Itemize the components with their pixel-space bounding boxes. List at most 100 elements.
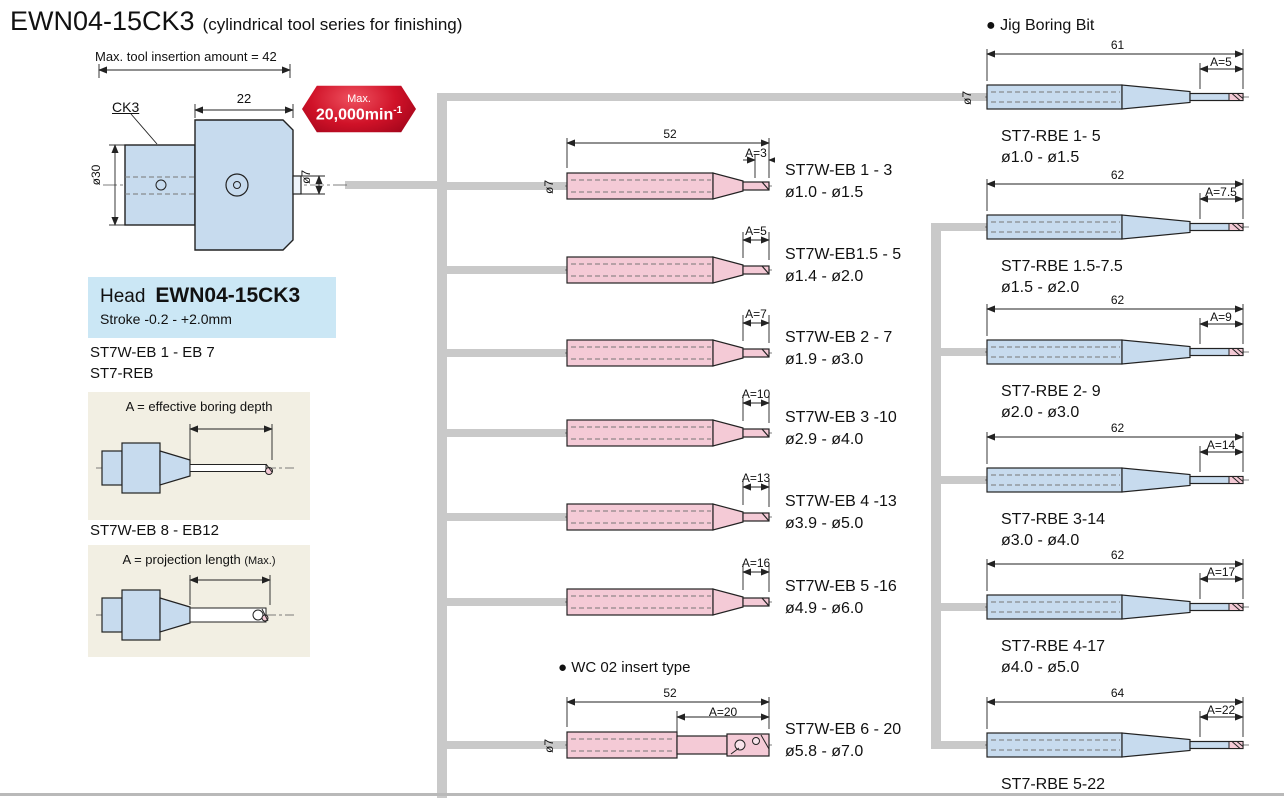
tool-diameter-range: ø1.5 - ø2.0 xyxy=(1001,279,1080,296)
jig-bit-drawing xyxy=(985,300,1250,380)
series-code: EWN04-15CK3 xyxy=(10,6,195,36)
connector-main-bar xyxy=(437,93,447,798)
tool-name: ST7W-EB 6 - 20 xyxy=(785,721,902,738)
jig-bit-drawing xyxy=(985,45,1250,125)
head-stroke: Stroke -0.2 - +2.0mm xyxy=(100,311,232,327)
a-dimension: A=14 xyxy=(1206,438,1236,452)
boring-bar-drawing xyxy=(565,381,775,461)
boring-bar-drawing xyxy=(565,134,775,214)
tool-row-eb1: ø7 52 A=3 ST7W-EB 1 - 3 ø1.0 - ø1.5 xyxy=(540,127,1000,214)
a-dimension: A=13 xyxy=(741,471,771,485)
tool-diameter-range: ø2.0 - ø3.0 xyxy=(1001,404,1080,421)
legend-boring-depth: A = effective boring depth xyxy=(88,392,310,520)
tool-name: ST7-RBE 1.5-7.5 xyxy=(1001,258,1123,275)
a-dimension: A=5 xyxy=(1210,55,1232,69)
tool-diameter-range: ø3.0 - ø4.0 xyxy=(1001,532,1080,549)
tool-diameter-range: ø1.4 - ø2.0 xyxy=(785,268,864,285)
wc-insert-note: ● WC 02 insert type xyxy=(558,659,691,676)
tool-name: ST7-RBE 5-22 xyxy=(1001,776,1106,793)
tool-row-rbe3: 62 A=9 ST7-RBE 2- 9 ø2.0 - ø3.0 xyxy=(985,293,1284,430)
tool-row-rbe6: 64 A=22 ST7-RBE 5-22 xyxy=(985,686,1284,798)
width-dimension: 22 xyxy=(236,91,252,106)
a-dimension: A=20 xyxy=(708,705,738,719)
connector-stub-eb7 xyxy=(447,741,569,749)
tool-diameter-range: ø1.0 - ø1.5 xyxy=(785,184,864,201)
tool-name: ST7W-EB 4 -13 xyxy=(785,493,897,510)
legend-projection-drawing xyxy=(96,575,294,641)
tool-diameter-range: ø4.9 - ø6.0 xyxy=(785,600,864,617)
connector-stub-rbe4 xyxy=(941,476,987,484)
shank-diameter-label: ø7 xyxy=(960,90,975,106)
tool-name: ST7-RBE 2- 9 xyxy=(1001,383,1101,400)
badge-rpm: 20,000min xyxy=(315,106,394,124)
connector-stub-rbe3 xyxy=(941,348,987,356)
legend-boring-depth-caption: A = effective boring depth xyxy=(125,399,273,414)
connector-stub-eb6 xyxy=(447,598,569,606)
a-dimension: A=10 xyxy=(741,387,771,401)
a-dimension: A=16 xyxy=(741,556,771,570)
head-drawing-svg xyxy=(98,64,349,251)
tool-row-eb3: A=7 ST7W-EB 2 - 7 ø1.9 - ø3.0 xyxy=(540,301,1000,381)
connector-top-horizontal xyxy=(447,93,987,101)
jig-bit-drawing xyxy=(985,693,1250,773)
connector-stub-eb1 xyxy=(447,182,569,190)
boring-bar-drawing xyxy=(565,693,775,773)
boring-bar-drawing xyxy=(565,550,775,630)
tool-row-rbe1: ø7 61 A=5 ST7-RBE 1- 5 ø1.0 - ø1.5 xyxy=(960,38,1284,175)
jig-bit-drawing xyxy=(985,428,1250,508)
series-description: (cylindrical tool series for finishing) xyxy=(202,15,463,34)
legend-projection-suffix: (Max.) xyxy=(244,555,276,567)
length-dimension: 62 xyxy=(1110,548,1125,562)
jig-bit-drawing xyxy=(985,175,1250,255)
tool-diameter-range: ø3.9 - ø5.0 xyxy=(785,515,864,532)
a-dimension: A=5 xyxy=(745,224,767,238)
length-dimension: 62 xyxy=(1110,293,1125,307)
connector-head-to-bar xyxy=(345,181,437,189)
connector-stub-rbe6 xyxy=(941,741,987,749)
head-info-box: Head EWN04-15CK3 Stroke -0.2 - +2.0mm xyxy=(88,277,336,338)
insertion-note: Max. tool insertion amount = 42 xyxy=(95,49,277,64)
connector-stub-rbe2 xyxy=(941,223,987,231)
connector-stub-eb3 xyxy=(447,349,569,357)
page-title: EWN04-15CK3 (cylindrical tool series for … xyxy=(10,6,462,37)
tool-name: ST7W-EB1.5 - 5 xyxy=(785,246,902,263)
head-label: Head xyxy=(100,286,146,307)
legend-projection-caption: A = projection length (Max.) xyxy=(88,552,310,567)
series-note-3: ST7W-EB 8 - EB12 xyxy=(90,522,219,539)
tool-row-rbe4: 62 A=14 ST7-RBE 3-14 ø3.0 - ø4.0 xyxy=(985,421,1284,558)
tool-diameter-range: ø2.9 - ø4.0 xyxy=(785,431,864,448)
connector-stub-eb5 xyxy=(447,513,569,521)
length-dimension: 62 xyxy=(1110,421,1125,435)
badge-value: 20,000min-1 xyxy=(302,105,416,125)
tool-name: ST7-RBE 3-14 xyxy=(1001,511,1106,528)
tool-name: ST7W-EB 5 -16 xyxy=(785,578,897,595)
length-dimension: 52 xyxy=(663,127,677,141)
tool-name: ST7W-EB 3 -10 xyxy=(785,409,897,426)
tool-diameter-range: ø5.8 - ø7.0 xyxy=(785,743,864,760)
legend-boring-depth-drawing xyxy=(96,424,294,494)
boring-bar-drawing xyxy=(565,218,775,298)
head-model: EWN04-15CK3 xyxy=(155,284,301,307)
connector-stub-eb4 xyxy=(447,429,569,437)
max-speed-badge: Max. 20,000min-1 xyxy=(302,85,416,133)
tool-name: ST7-RBE 4-17 xyxy=(1001,638,1106,655)
tool-row-eb7: ø7 52 A=20 ST7W-EB 6 - 20 ø5.8 - ø7.0 xyxy=(540,686,1000,773)
shank-diameter-label: ø7 xyxy=(542,738,557,754)
ck3-label: CK3 xyxy=(112,99,140,115)
a-dimension: A=22 xyxy=(1206,703,1236,717)
a-dimension: A=7 xyxy=(745,307,767,321)
length-dimension: 52 xyxy=(663,686,677,700)
tool-row-eb6: A=16 ST7W-EB 5 -16 ø4.9 - ø6.0 xyxy=(540,550,1000,630)
badge-exponent: -1 xyxy=(393,105,403,117)
tool-row-eb2: A=5 ST7W-EB1.5 - 5 ø1.4 - ø2.0 xyxy=(540,218,1000,298)
tool-row-eb4: A=10 ST7W-EB 3 -10 ø2.9 - ø4.0 xyxy=(540,381,1000,461)
tool-name: ST7W-EB 2 - 7 xyxy=(785,329,893,346)
connector-stub-rbe5 xyxy=(941,603,987,611)
shank-diameter-label: ø7 xyxy=(542,179,557,195)
series-note-1: ST7W-EB 1 - EB 7 xyxy=(90,344,215,361)
length-dimension: 62 xyxy=(1110,168,1125,182)
tool-row-rbe2: 62 A=7.5 ST7-RBE 1.5-7.5 ø1.5 - ø2.0 xyxy=(985,168,1284,305)
tool-row-eb5: A=13 ST7W-EB 4 -13 ø3.9 - ø5.0 xyxy=(540,465,1000,545)
tool-name: ST7-RBE 1- 5 xyxy=(1001,128,1101,145)
